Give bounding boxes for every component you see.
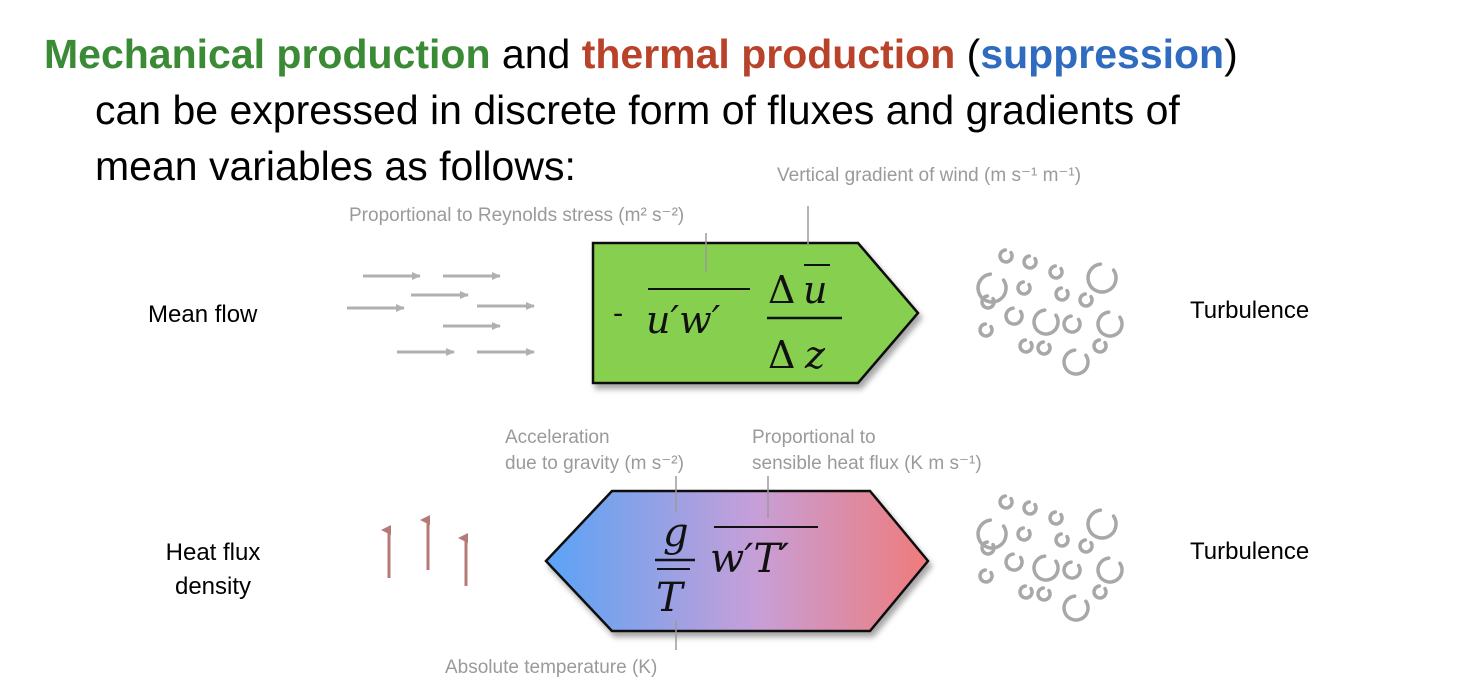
turbulence-label-top: Turbulence — [1190, 297, 1310, 324]
eddy-swirl — [1086, 508, 1118, 540]
eddy-swirl — [1092, 584, 1108, 600]
eddy-swirl — [1048, 264, 1064, 280]
suppression-term: suppression — [980, 31, 1225, 77]
svg-text:z: z — [804, 333, 826, 377]
eddy-swirl — [1054, 532, 1070, 548]
eddy-swirl — [978, 568, 994, 584]
mechanical-production-term: Mechanical production — [44, 31, 491, 77]
title-line-2: can be expressed in discrete form of flu… — [95, 87, 1180, 133]
eddy-swirl — [980, 294, 996, 310]
eddy-swirl — [1036, 340, 1052, 356]
eddy-swirl — [1004, 552, 1024, 572]
turbulence-eddies-icon — [976, 248, 1124, 376]
gravity-note-line-2: due to gravity (m s⁻²) — [505, 452, 684, 474]
heat-flux-note-line-2: sensible heat flux (K m s⁻¹) — [752, 452, 982, 474]
heat-flux-note-line-1: Proportional to — [752, 427, 876, 448]
eddy-swirl — [1016, 526, 1032, 542]
eddy-swirl — [976, 518, 1008, 550]
title-and: and — [490, 31, 582, 77]
eddy-swirl — [980, 540, 996, 556]
eddy-swirl — [1092, 338, 1108, 354]
svg-text:Δ: Δ — [768, 268, 795, 312]
eddy-swirl — [1036, 586, 1052, 602]
heat-flux-arrows-icon — [381, 515, 468, 586]
title-line-3: mean variables as follows: — [95, 143, 576, 189]
svg-text:Δ: Δ — [768, 333, 795, 377]
thermal-production-term: thermal production — [581, 31, 956, 77]
svg-text:g: g — [663, 510, 689, 556]
eddy-swirl — [1086, 262, 1118, 294]
eddy-swirl — [998, 494, 1014, 510]
thermal-production-box — [544, 489, 930, 633]
eddy-swirl — [1078, 538, 1094, 554]
svg-text:T: T — [656, 575, 686, 621]
title-open-paren: ( — [955, 31, 981, 77]
turbulence-label-bottom: Turbulence — [1190, 538, 1310, 565]
eddy-swirl — [1062, 560, 1082, 580]
heat-flux-label-line-1: Heat flux — [165, 539, 261, 566]
gravity-note-line-1: Acceleration — [505, 427, 610, 448]
eddy-swirl — [1078, 292, 1094, 308]
heat-flux-density-label: Heat flux density — [150, 536, 276, 603]
shear-production-formula: - u′w′ Δ u Δ z — [613, 264, 842, 377]
eddy-swirl — [1004, 306, 1024, 326]
eddy-swirl — [1032, 308, 1060, 336]
eddy-swirl — [978, 322, 994, 338]
heat-flux-note: Proportional to sensible heat flux (K m … — [752, 425, 982, 476]
eddy-swirl — [1062, 594, 1090, 622]
eddy-swirl — [976, 272, 1008, 304]
mean-flow-label: Mean flow — [148, 301, 258, 328]
heat-flux-label-line-2: density — [174, 572, 252, 600]
reynolds-stress-note: Proportional to Reynolds stress (m² s⁻²) — [349, 205, 685, 226]
mechanical-production-box — [591, 241, 920, 385]
eddy-swirl — [1062, 314, 1082, 334]
svg-text:u: u — [803, 268, 827, 312]
svg-text:u′w′: u′w′ — [646, 298, 721, 342]
eddy-swirl — [1018, 338, 1034, 354]
eddy-swirl — [1096, 310, 1124, 338]
gravity-note: Acceleration due to gravity (m s⁻²) — [505, 425, 684, 476]
eddy-swirl — [1032, 554, 1060, 582]
eddy-swirl — [1062, 348, 1090, 376]
eddy-swirl — [1054, 286, 1070, 302]
eddy-swirl — [998, 248, 1014, 264]
temperature-note: Absolute temperature (K) — [445, 657, 658, 678]
eddy-swirl — [1048, 510, 1064, 526]
eddy-swirl — [1022, 500, 1038, 516]
turbulence-eddies-icon — [976, 494, 1124, 622]
eddy-swirl — [1016, 280, 1032, 296]
svg-text:w′T′: w′T′ — [710, 536, 789, 582]
eddy-swirl — [1096, 556, 1124, 584]
mean-flow-arrows-icon — [347, 272, 535, 356]
title-line-1: Mechanical production and thermal produc… — [44, 28, 1238, 81]
title-close-paren: ) — [1224, 31, 1238, 77]
eddy-swirl — [1022, 254, 1038, 270]
eddy-swirl — [1018, 584, 1034, 600]
wind-gradient-note: Vertical gradient of wind (m s⁻¹ m⁻¹) — [777, 165, 1082, 186]
svg-text:-: - — [613, 296, 623, 331]
buoyancy-production-formula: g T w′T′ — [655, 510, 818, 621]
